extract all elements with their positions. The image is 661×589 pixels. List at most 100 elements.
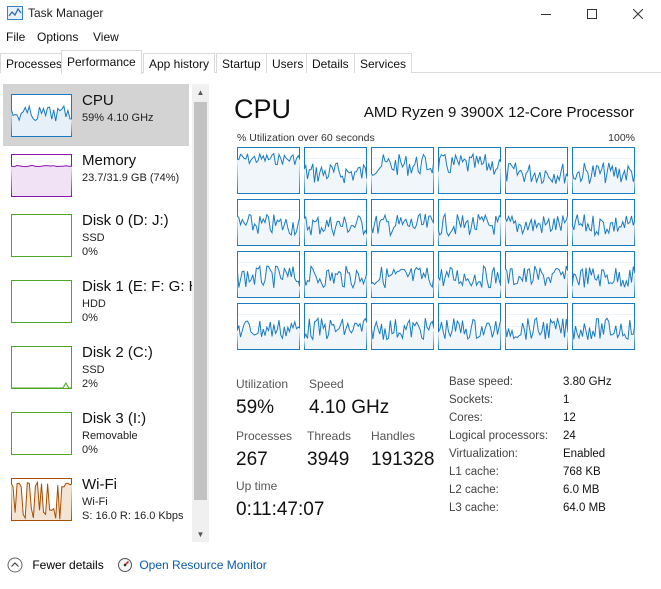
sidebar-item-label: Disk 1 (E: F: G: H — [82, 278, 200, 295]
logical-processor-graph — [237, 199, 300, 246]
logical-processor-graph — [438, 303, 501, 350]
spec-value: Enabled — [563, 448, 606, 460]
spec-label: Base speed: — [449, 376, 513, 388]
sidebar-item-wifi[interactable]: Wi-Fi Wi-Fi S: 16.0 R: 16.0 Kbps — [3, 468, 189, 530]
sidebar-item-usage: 2% — [82, 378, 98, 390]
tab-processes[interactable]: Processes — [0, 53, 69, 73]
tab-details[interactable]: Details — [306, 53, 355, 73]
menu-bar: File Options View — [0, 28, 661, 48]
tab-services[interactable]: Services — [354, 53, 413, 73]
close-button[interactable] — [615, 0, 661, 28]
spec-value: 6.0 MB — [563, 484, 600, 496]
fewer-details-button[interactable]: Fewer details — [7, 557, 104, 573]
fewer-details-label: Fewer details — [32, 558, 104, 572]
spec-value: 3.80 GHz — [563, 376, 612, 388]
uptime-label: Up time — [236, 479, 278, 493]
logical-processor-graph — [438, 147, 501, 194]
disk3-thumbnail-graph — [11, 412, 72, 455]
logical-processor-graph — [572, 251, 635, 298]
spec-label: L2 cache: — [449, 484, 499, 496]
logical-processor-graph — [438, 199, 501, 246]
tab-users[interactable]: Users — [266, 53, 310, 73]
spec-label: L3 cache: — [449, 502, 499, 514]
logical-processor-graph — [505, 147, 568, 194]
tab-strip: Processes Performance App history Startu… — [0, 50, 661, 74]
page-title: CPU — [234, 94, 292, 124]
tab-app-history[interactable]: App history — [143, 53, 216, 73]
sidebar-item-disk2[interactable]: Disk 2 (C:) SSD 2% — [3, 336, 189, 398]
resource-monitor-icon — [118, 558, 132, 572]
sidebar-item-detail: HDD — [82, 298, 106, 310]
sidebar-item-label: Wi-Fi — [82, 476, 117, 493]
resource-sidebar: CPU 59% 4.10 GHz Memory 23.7/31.9 GB (74… — [0, 84, 210, 542]
processes-label: Processes — [236, 429, 293, 443]
menu-view[interactable]: View — [93, 30, 119, 44]
logical-processor-graph — [371, 251, 434, 298]
utilization-value: 59% — [236, 397, 275, 418]
spec-label: L1 cache: — [449, 466, 499, 478]
sidebar-item-label: CPU — [82, 92, 114, 109]
logical-processor-graph — [371, 147, 434, 194]
minimize-icon — [541, 14, 551, 15]
sidebar-item-label: Memory — [82, 152, 137, 169]
scrollbar-thumb[interactable] — [194, 102, 207, 500]
sidebar-item-disk1[interactable]: Disk 1 (E: F: G: H HDD 0% — [3, 270, 200, 332]
scroll-up-icon[interactable]: ▲ — [196, 87, 205, 97]
sidebar-item-label: Disk 2 (C:) — [82, 344, 153, 361]
sidebar-item-detail: Wi-Fi — [82, 496, 108, 508]
tab-startup[interactable]: Startup — [216, 53, 267, 73]
threads-label: Threads — [307, 429, 352, 443]
logical-processor-graph — [572, 303, 635, 350]
threads-value: 3949 — [307, 449, 350, 470]
utilization-label: Utilization — [236, 377, 289, 391]
footer: Fewer details Open Resource Monitor — [0, 549, 661, 589]
logical-processor-graph — [237, 251, 300, 298]
chevron-up-icon — [7, 557, 23, 573]
logical-processor-graph — [371, 303, 434, 350]
sidebar-item-label: Disk 3 (I:) — [82, 410, 147, 427]
spec-value: 768 KB — [563, 466, 601, 478]
spec-value: 24 — [563, 430, 576, 442]
sidebar-item-memory[interactable]: Memory 23.7/31.9 GB (74%) — [3, 144, 189, 206]
menu-options[interactable]: Options — [37, 30, 79, 44]
sidebar-item-disk0[interactable]: Disk 0 (D: J:) SSD 0% — [3, 204, 189, 266]
spec-label: Virtualization: — [449, 448, 518, 460]
maximize-button[interactable] — [569, 0, 615, 28]
window-title: Task Manager — [28, 6, 104, 20]
disk1-thumbnail-graph — [11, 280, 72, 323]
uptime-value: 0:11:47:07 — [236, 499, 325, 520]
logical-processor-graph — [304, 303, 367, 350]
logical-processor-graph — [505, 303, 568, 350]
resource-monitor-label: Open Resource Monitor — [139, 558, 267, 572]
sidebar-item-usage: 0% — [82, 444, 98, 456]
logical-processor-graph — [438, 251, 501, 298]
sidebar-item-detail: SSD — [82, 364, 105, 376]
graph-max-label: 100% — [608, 132, 635, 144]
speed-value: 4.10 GHz — [309, 397, 390, 418]
sidebar-item-detail: 59% 4.10 GHz — [82, 112, 154, 124]
sidebar-item-usage: 0% — [82, 246, 98, 258]
logical-processor-graph — [304, 199, 367, 246]
logical-processor-graph — [572, 199, 635, 246]
speed-label: Speed — [309, 377, 344, 391]
logical-processor-graph — [505, 199, 568, 246]
spec-value: 12 — [563, 412, 576, 424]
sidebar-item-detail: Removable — [82, 430, 138, 442]
open-resource-monitor-link[interactable]: Open Resource Monitor — [117, 557, 267, 573]
wifi-thumbnail-graph — [11, 478, 72, 521]
memory-thumbnail-graph — [11, 154, 72, 197]
minimize-button[interactable] — [523, 0, 569, 28]
close-icon — [633, 9, 643, 19]
sidebar-scrollbar[interactable]: ▲ ▼ — [192, 84, 209, 542]
spec-label: Cores: — [449, 412, 483, 424]
spec-value: 1 — [563, 394, 570, 406]
tab-performance[interactable]: Performance — [61, 50, 142, 74]
spec-label: Logical processors: — [449, 430, 549, 442]
disk2-thumbnail-graph — [11, 346, 72, 389]
logical-processor-graph — [237, 147, 300, 194]
cpu-thumbnail-graph — [11, 94, 72, 137]
sidebar-item-cpu[interactable]: CPU 59% 4.10 GHz — [3, 84, 189, 146]
sidebar-item-disk3[interactable]: Disk 3 (I:) Removable 0% — [3, 402, 189, 464]
scroll-down-icon[interactable]: ▼ — [196, 529, 205, 539]
menu-file[interactable]: File — [6, 30, 26, 44]
